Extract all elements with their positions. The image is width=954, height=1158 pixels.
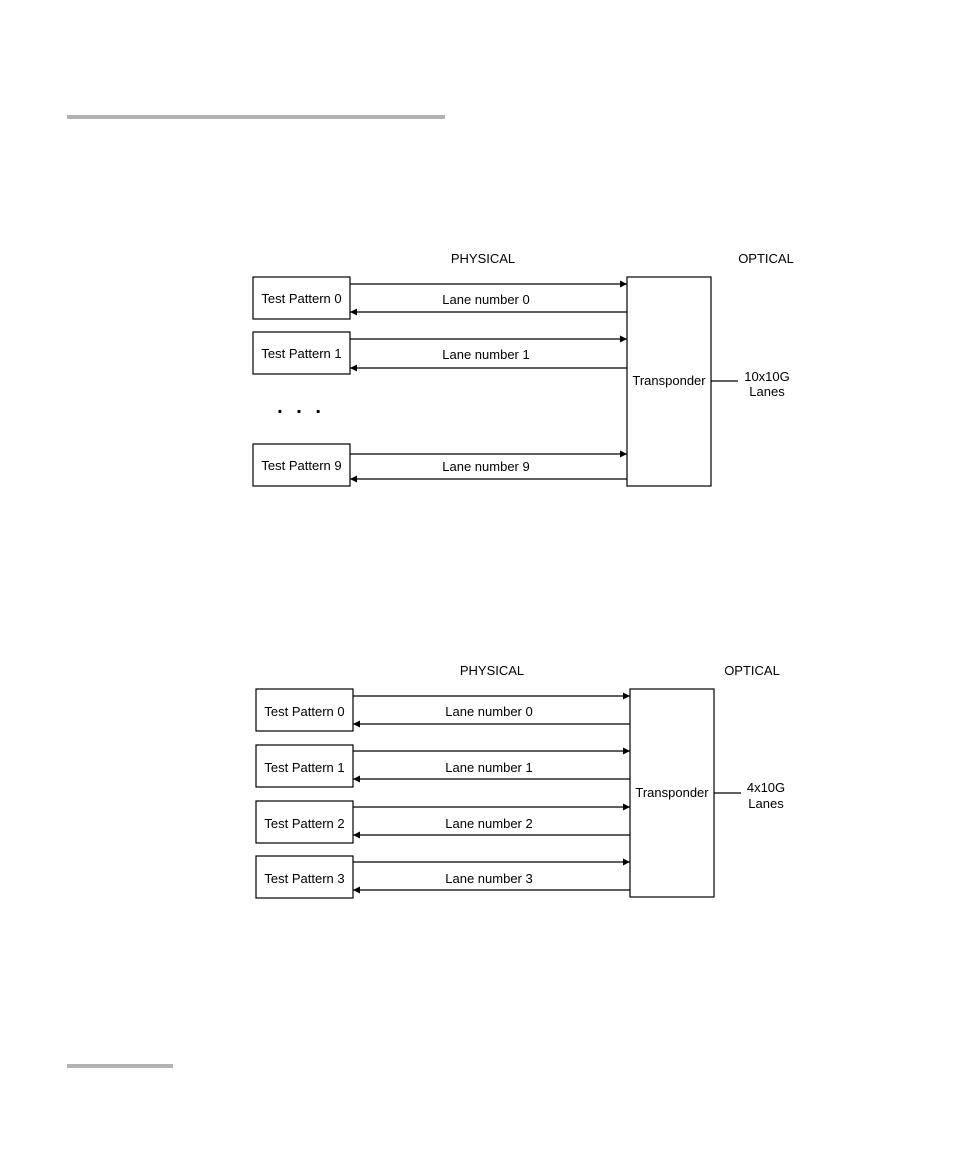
transponder-label: Transponder — [635, 785, 709, 800]
optical-header: OPTICAL — [724, 663, 780, 678]
transponder-label: Transponder — [632, 373, 706, 388]
optical-header: OPTICAL — [738, 251, 794, 266]
ellipsis: . . . — [277, 396, 325, 418]
physical-header: PHYSICAL — [460, 663, 524, 678]
lane-label: Lane number 1 — [442, 347, 529, 362]
output-lanes: Lanes — [748, 796, 784, 811]
lane-row: Test Pattern 1 Lane number 1 — [253, 332, 627, 374]
test-pattern-label: Test Pattern 3 — [264, 871, 344, 886]
output-rate: 4x10G — [747, 780, 785, 795]
physical-header: PHYSICAL — [451, 251, 515, 266]
lane-row: Test Pattern 1 Lane number 1 — [256, 745, 630, 787]
lane-label: Lane number 3 — [445, 871, 532, 886]
lane-row: Test Pattern 9 Lane number 9 — [253, 444, 627, 486]
lane-row: Test Pattern 0 Lane number 0 — [256, 689, 630, 731]
lane-label: Lane number 9 — [442, 459, 529, 474]
test-pattern-label: Test Pattern 1 — [261, 346, 341, 361]
test-pattern-label: Test Pattern 9 — [261, 458, 341, 473]
lane-label: Lane number 0 — [442, 292, 529, 307]
lane-row: Test Pattern 0 Lane number 0 — [253, 277, 627, 319]
output-lanes: Lanes — [749, 384, 785, 399]
test-pattern-label: Test Pattern 2 — [264, 816, 344, 831]
lane-label: Lane number 0 — [445, 704, 532, 719]
test-pattern-label: Test Pattern 0 — [261, 291, 341, 306]
diagram-10-lanes: PHYSICAL OPTICAL Test Pattern 0 Lane num… — [253, 251, 794, 486]
diagram-4-lanes: PHYSICAL OPTICAL Test Pattern 0 Lane num… — [256, 663, 785, 898]
lane-label: Lane number 1 — [445, 760, 532, 775]
lane-row: Test Pattern 2 Lane number 2 — [256, 801, 630, 843]
test-pattern-label: Test Pattern 1 — [264, 760, 344, 775]
lane-label: Lane number 2 — [445, 816, 532, 831]
lane-row: Test Pattern 3 Lane number 3 — [256, 856, 630, 898]
test-pattern-label: Test Pattern 0 — [264, 704, 344, 719]
output-rate: 10x10G — [744, 369, 790, 384]
